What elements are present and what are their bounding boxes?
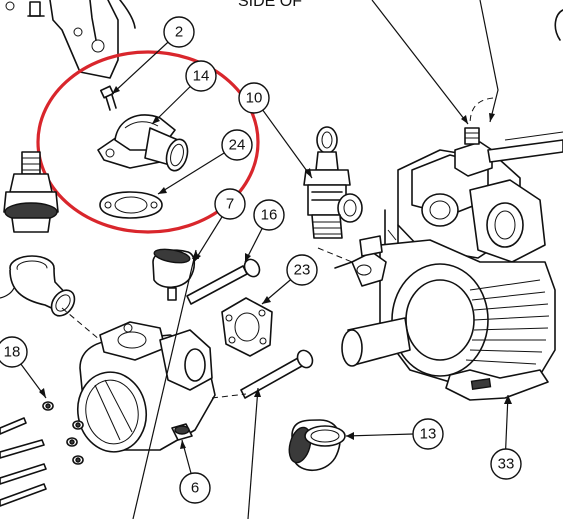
callout-24: 24 — [221, 129, 253, 161]
gasket-part-24 — [99, 191, 163, 219]
plug-part-7 — [152, 248, 196, 301]
washers-part-18 — [42, 401, 84, 465]
callout-33: 33 — [490, 448, 522, 480]
square-gasket-part-23 — [221, 297, 273, 357]
elbow-cap-part-13 — [288, 419, 346, 472]
relief-valve-part-10 — [303, 126, 363, 239]
callout-6: 6 — [179, 472, 211, 504]
bolt-part-2 — [99, 85, 117, 111]
callout-18: 18 — [0, 336, 28, 368]
callout-14: 14 — [185, 60, 217, 92]
studs-left — [0, 417, 47, 507]
callout-16: 16 — [253, 199, 285, 231]
header-text: SIDE OF — [238, 0, 302, 10]
callout-7: 7 — [214, 188, 246, 220]
svg-text:18: 18 — [4, 344, 21, 361]
highlight-ellipse — [36, 50, 260, 234]
callout-23: 23 — [286, 254, 318, 286]
long-bolt-lower — [240, 349, 314, 399]
check-valve-left — [3, 151, 59, 233]
svg-text:13: 13 — [420, 426, 437, 443]
svg-text:14: 14 — [193, 68, 210, 85]
svg-text:23: 23 — [294, 262, 311, 279]
bracket-plate-part — [5, 0, 136, 79]
pump-housing — [77, 321, 216, 453]
callout-13: 13 — [412, 418, 444, 450]
svg-text:7: 7 — [226, 196, 234, 213]
cooling-fins — [465, 279, 550, 365]
elbow-left — [0, 255, 76, 317]
svg-text:16: 16 — [261, 207, 278, 224]
callout-2: 2 — [163, 16, 195, 48]
svg-text:10: 10 — [246, 90, 263, 107]
svg-text:24: 24 — [229, 137, 246, 154]
long-bolt-part-16 — [186, 258, 261, 305]
pump-assembly-part-33 — [334, 9, 563, 401]
svg-text:6: 6 — [191, 480, 199, 497]
arrow-heads — [39, 86, 512, 449]
callout-10: 10 — [238, 82, 270, 114]
svg-text:33: 33 — [498, 456, 515, 473]
svg-text:2: 2 — [175, 24, 183, 41]
elbow-fitting-part-14 — [97, 114, 189, 172]
